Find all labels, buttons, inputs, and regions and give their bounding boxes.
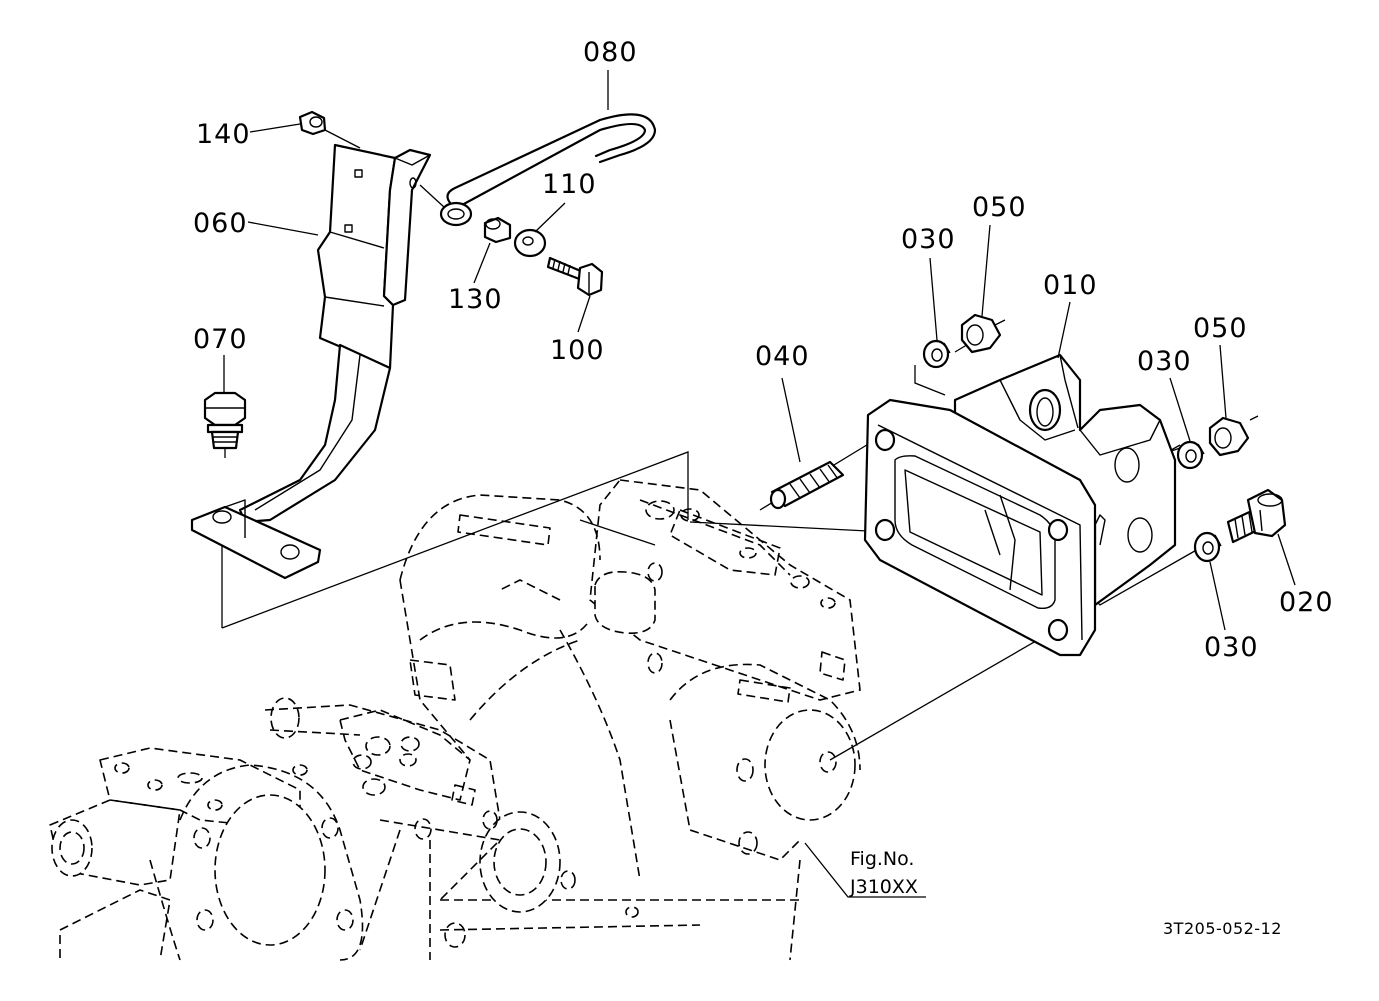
- callout-030-mid: 030: [1137, 346, 1192, 377]
- callout-030-top: 030: [901, 224, 956, 255]
- callout-050-mid: 050: [1193, 313, 1248, 344]
- transmission-housing-outline: [49, 479, 861, 961]
- drawing-code: 3T205-052-12: [1163, 919, 1282, 938]
- callout-010: 010: [1043, 270, 1098, 301]
- return-rod-080: [419, 113, 657, 227]
- spring-washer-030-mid: [1176, 440, 1205, 470]
- bolt-100: [546, 256, 604, 297]
- valve-housing-010: [863, 353, 1177, 657]
- callout-050-top: 050: [972, 192, 1027, 223]
- plug-070: [203, 391, 247, 458]
- callout-070: 070: [193, 324, 248, 355]
- washer-110: [513, 228, 547, 258]
- callout-020: 020: [1279, 587, 1334, 618]
- figure-reference: Fig.No. J310XX: [849, 848, 918, 898]
- nut-050-mid: [1208, 416, 1250, 457]
- callout-100: 100: [550, 335, 605, 366]
- nut-050-top: [960, 313, 1002, 354]
- callout-leaders: [223, 70, 1296, 898]
- callout-080: 080: [583, 37, 638, 68]
- collar-130: [483, 216, 512, 244]
- callout-labels: 080 140 110 060 050 030 010 130 050 070 …: [193, 37, 1334, 663]
- figure-ref-number: J310XX: [849, 876, 918, 898]
- callout-140: 140: [196, 119, 251, 150]
- callout-130: 130: [448, 284, 503, 315]
- callout-110: 110: [542, 169, 597, 200]
- callout-040: 040: [755, 341, 810, 372]
- pedal-bracket-060: [190, 143, 432, 580]
- flange-nut-140: [298, 110, 361, 149]
- callout-030-low: 030: [1204, 632, 1259, 663]
- callout-060: 060: [193, 208, 248, 239]
- spring-washer-030-low: [1193, 531, 1222, 563]
- stud-040: [769, 460, 845, 510]
- spring-washer-030-top: [922, 339, 951, 369]
- cap-screw-020: [1226, 488, 1287, 544]
- figure-ref-label: Fig.No.: [850, 848, 914, 870]
